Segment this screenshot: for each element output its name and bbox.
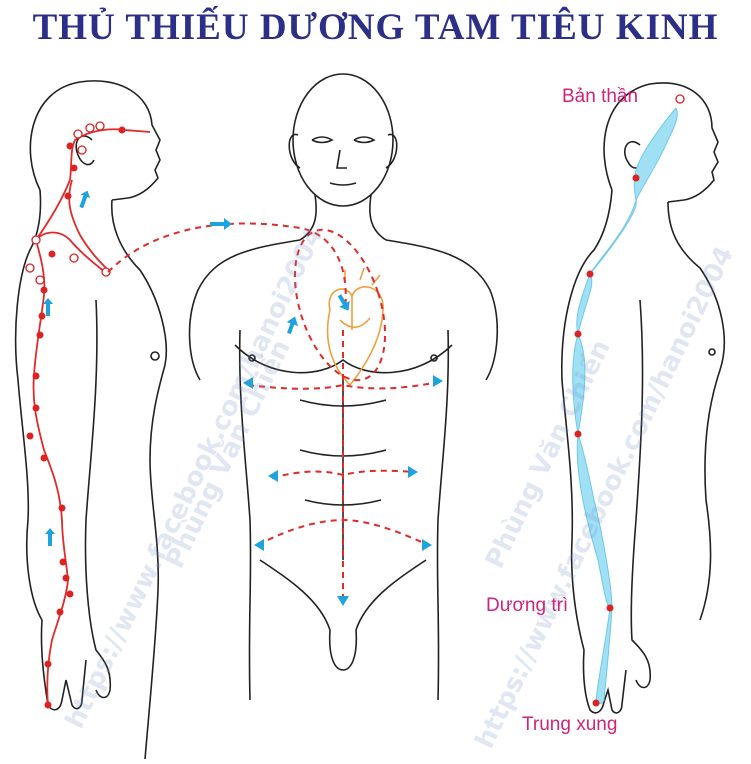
- left-body-outline: [14, 80, 168, 760]
- middle-body-outline: [188, 73, 499, 701]
- label-ban-than: Bản thần: [562, 86, 639, 107]
- label-trung-xung: Trung xung: [522, 714, 618, 735]
- page-title: THỦ THIẾU DƯƠNG TAM TIÊU KINH: [32, 7, 719, 48]
- ban-than-point: [675, 94, 685, 104]
- heart-organ: [326, 267, 384, 387]
- right-acupoints: [574, 174, 640, 707]
- left-flow-arrows: [43, 190, 91, 546]
- middle-pathways: [107, 222, 439, 600]
- label-duong-tri: Dương trì: [486, 595, 569, 616]
- middle-flow-arrows: [210, 218, 443, 606]
- left-acupoints: [26, 126, 126, 709]
- left-open-points: [25, 121, 111, 285]
